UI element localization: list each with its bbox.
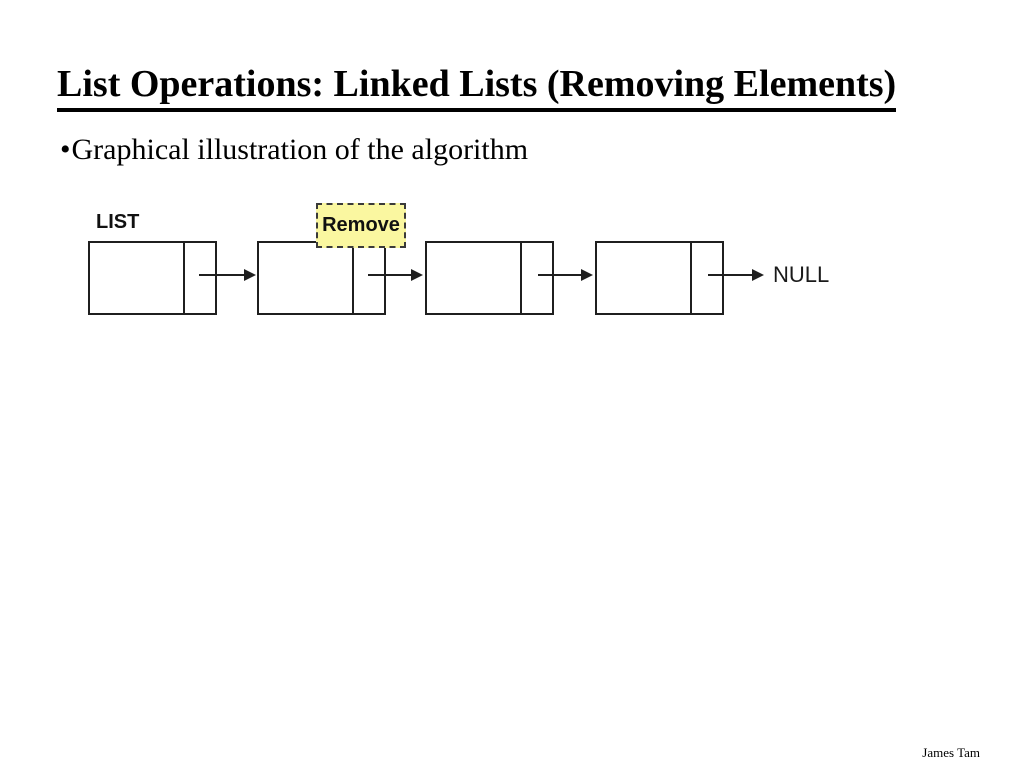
- null-label: NULL: [773, 262, 830, 287]
- node-data-field: [259, 243, 352, 313]
- list-node-4: [595, 241, 724, 315]
- slide-title: List Operations: Linked Lists (Removing …: [57, 65, 897, 113]
- node-data-field: [597, 243, 690, 313]
- node-divider: [520, 243, 522, 313]
- list-node-2: [257, 241, 386, 315]
- bullet-text: Graphical illustration of the algorithm: [71, 133, 529, 166]
- node-divider: [690, 243, 692, 313]
- node-divider: [352, 243, 354, 313]
- node-pointer-field: [692, 243, 722, 313]
- bullet-marker: •: [60, 133, 71, 166]
- node-pointer-field: [354, 243, 384, 313]
- remove-tag: Remove: [316, 203, 406, 248]
- remove-tag-label: Remove: [322, 214, 400, 236]
- node-data-field: [427, 243, 520, 313]
- node-pointer-field: [185, 243, 215, 313]
- list-pointer-label: LIST: [96, 211, 140, 233]
- list-node-1: [88, 241, 217, 315]
- footer-author: James Tam: [922, 745, 980, 760]
- node-divider: [183, 243, 185, 313]
- node-data-field: [90, 243, 183, 313]
- list-node-3: [425, 241, 554, 315]
- node-pointer-field: [522, 243, 552, 313]
- bullet-line: •Graphical illustration of the algorithm: [60, 133, 528, 167]
